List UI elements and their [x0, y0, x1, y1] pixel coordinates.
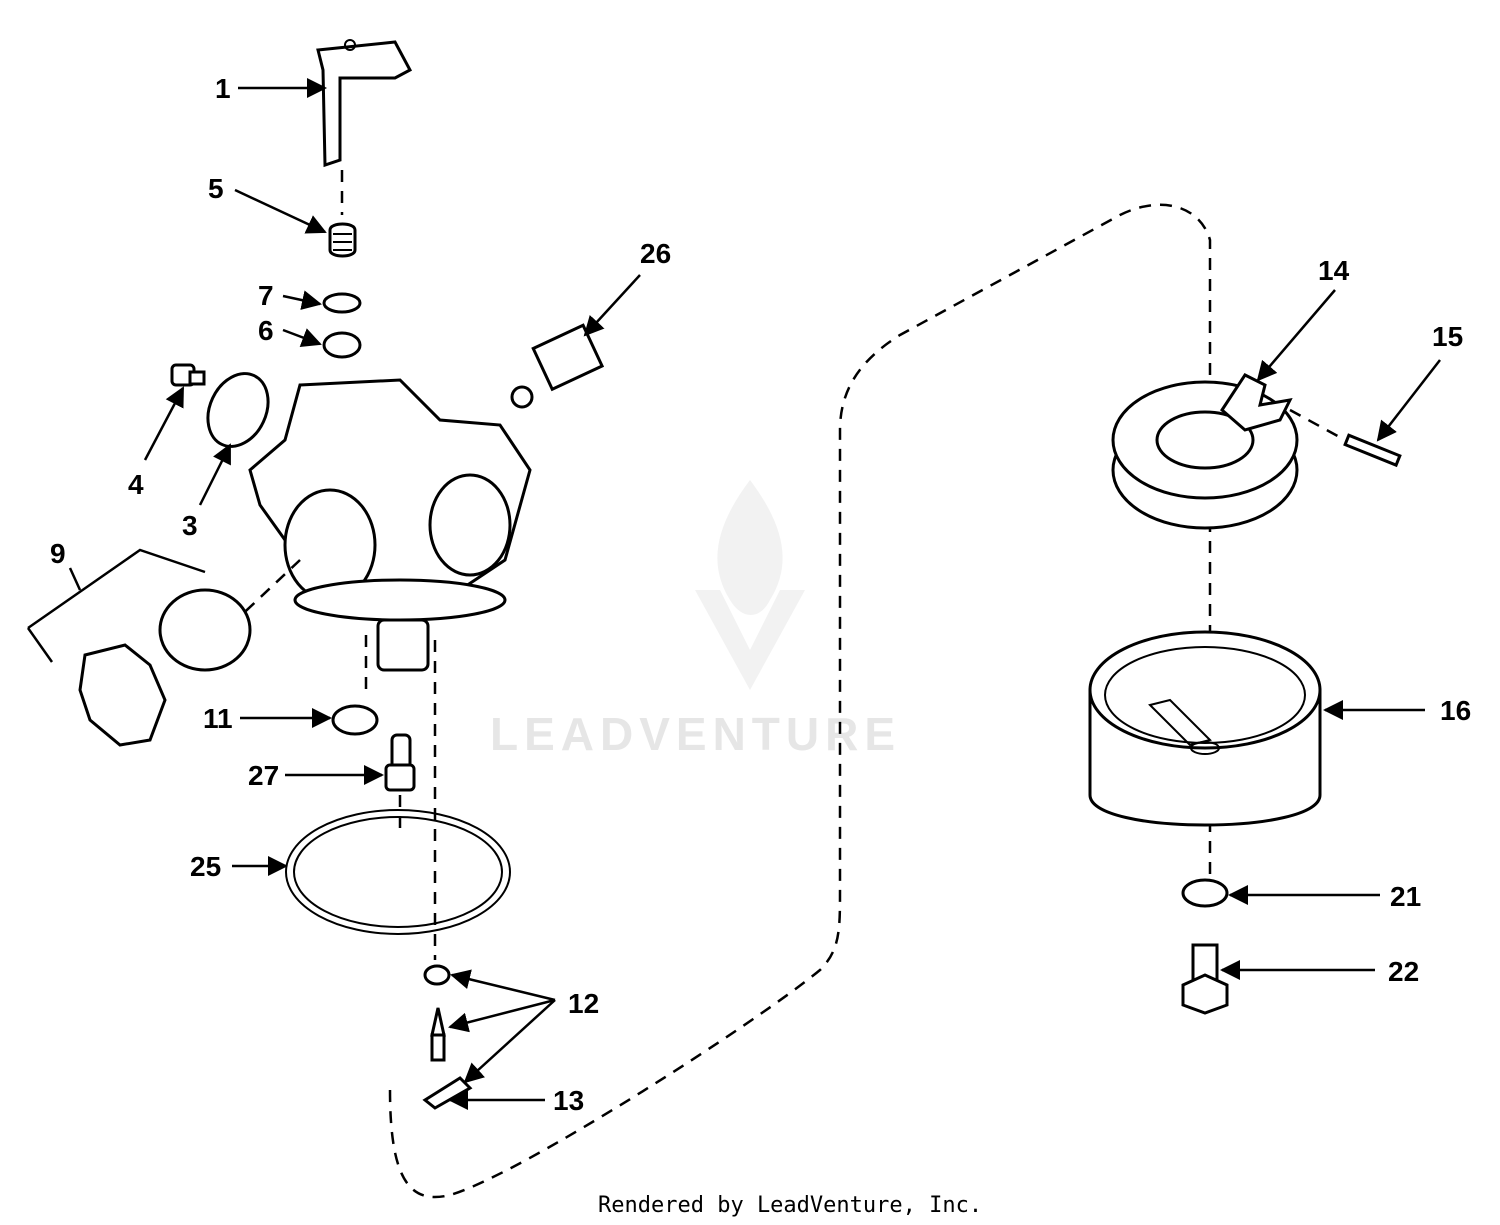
float-part — [1111, 373, 1299, 530]
callout-3: 3 — [182, 443, 232, 541]
credit-text: Rendered by LeadVenture, Inc. — [598, 1193, 982, 1218]
washer-12-part — [423, 964, 451, 986]
nozzle-27-part — [384, 733, 416, 792]
callout-11: 11 — [203, 703, 332, 734]
callout-25: 25 — [190, 851, 288, 882]
solenoid-part — [510, 323, 605, 409]
callout-15: 15 — [1376, 321, 1463, 442]
svg-text:16: 16 — [1440, 695, 1471, 726]
watermark-logo — [695, 480, 805, 690]
svg-text:15: 15 — [1432, 321, 1463, 352]
svg-text:11: 11 — [203, 703, 233, 734]
plug-11-part — [331, 704, 379, 736]
svg-text:12: 12 — [568, 988, 599, 1019]
throttle-shaft-part — [316, 39, 413, 215]
pin-axis-line — [1289, 408, 1346, 442]
seal-6-part — [322, 331, 362, 359]
callout-27: 27 — [248, 760, 384, 791]
o-ring-part — [285, 809, 511, 935]
callout-12: 12 — [448, 969, 599, 1084]
svg-text:1: 1 — [215, 73, 231, 104]
callout-7: 7 — [258, 280, 322, 311]
callout-16: 16 — [1323, 695, 1471, 726]
svg-text:22: 22 — [1388, 956, 1419, 987]
watermark-text: LEADVENTURE — [490, 708, 901, 760]
pin-15-part — [1343, 433, 1402, 468]
svg-text:4: 4 — [128, 469, 144, 500]
callout-5: 5 — [208, 173, 327, 234]
callout-22: 22 — [1220, 956, 1419, 987]
svg-text:5: 5 — [208, 173, 224, 204]
assembly-routing-line — [388, 203, 1212, 1199]
screw-4-part — [170, 363, 206, 387]
washer-7-part — [322, 292, 362, 314]
spring-part — [328, 222, 357, 258]
callout-6: 6 — [258, 315, 322, 347]
svg-text:27: 27 — [248, 760, 279, 791]
callout-26: 26 — [583, 238, 671, 337]
svg-text:9: 9 — [50, 538, 66, 569]
callout-13: 13 — [448, 1085, 584, 1116]
throttle-plate-part — [206, 372, 270, 448]
svg-text:25: 25 — [190, 851, 221, 882]
svg-text:3: 3 — [182, 510, 198, 541]
callout-4: 4 — [128, 386, 185, 500]
callout-9: 9 — [50, 538, 82, 591]
callout-21: 21 — [1228, 881, 1421, 912]
svg-text:21: 21 — [1390, 881, 1421, 912]
callout-1: 1 — [215, 73, 327, 104]
svg-text:13: 13 — [553, 1085, 584, 1116]
carburetor-body-part — [248, 378, 532, 672]
callout-14: 14 — [1256, 255, 1350, 382]
svg-text:6: 6 — [258, 315, 274, 346]
bolt-22-part — [1181, 943, 1229, 1015]
washer-21-part — [1181, 878, 1229, 908]
primer-bulb-part — [26, 548, 252, 747]
clip-13-part — [422, 1076, 473, 1110]
needle-12-part — [430, 1007, 446, 1062]
svg-text:26: 26 — [640, 238, 671, 269]
svg-text:14: 14 — [1318, 255, 1350, 286]
svg-text:7: 7 — [258, 280, 274, 311]
bowl-part — [1088, 630, 1322, 827]
